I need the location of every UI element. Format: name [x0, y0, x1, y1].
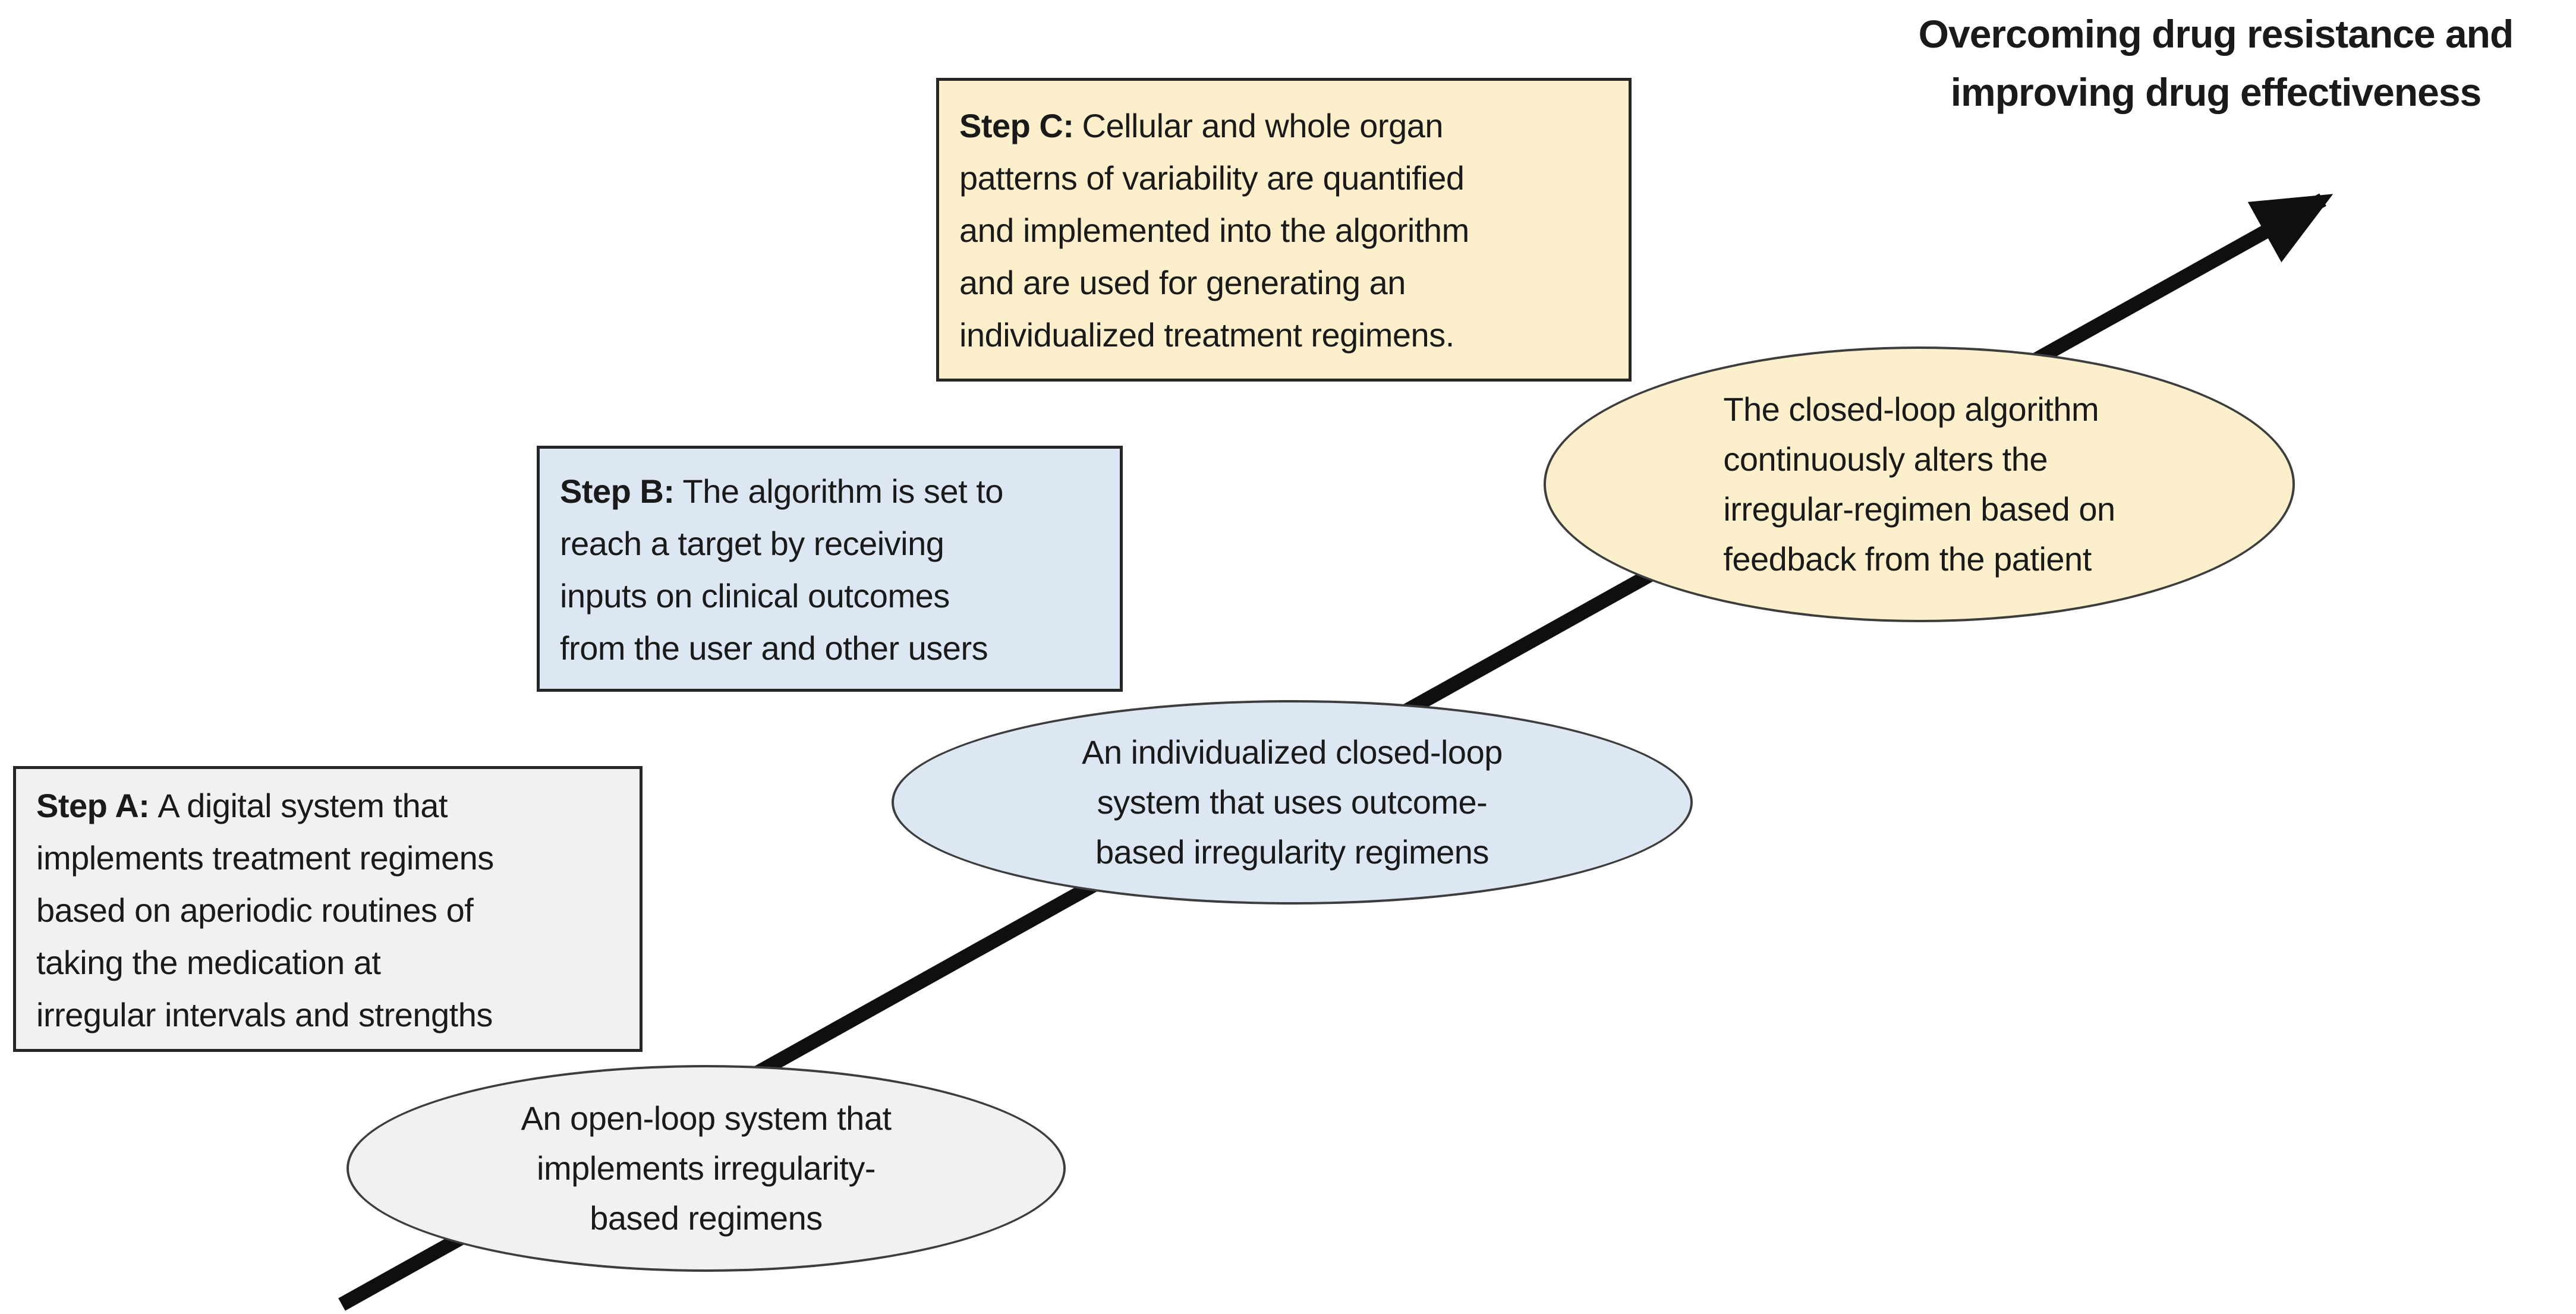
step-a-text: A digital system that: [158, 787, 448, 824]
ellipse-line: An open-loop system that: [521, 1099, 892, 1137]
ellipse-line: continuously alters the: [1723, 440, 2048, 478]
step-a-line: Step A:A digital system that: [36, 780, 640, 832]
ellipse-line: implements irregularity-: [537, 1149, 876, 1187]
step-b-line: reach a target by receiving: [560, 525, 944, 562]
step-c-text: Cellular and whole organ: [1082, 107, 1444, 144]
title-line-2: improving drug effectiveness: [1950, 70, 2482, 114]
step-b-box: Step B:The algorithm is set to reach a t…: [537, 446, 1123, 692]
step-b-label: Step B:: [560, 472, 675, 510]
step-b-text: The algorithm is set to: [682, 472, 1004, 510]
ellipse-line: based regimens: [590, 1199, 823, 1237]
step-a-box: Step A:A digital system that implements …: [13, 766, 643, 1052]
ellipse-line: An individualized closed-loop: [1082, 733, 1503, 771]
step-c-line: individualized treatment regimens.: [959, 316, 1454, 354]
step-a-line: implements treatment regimens: [36, 839, 494, 877]
step-c-box: Step C:Cellular and whole organ patterns…: [936, 78, 1632, 382]
step-b-line: inputs on clinical outcomes: [560, 577, 950, 615]
open-loop-system-text: An open-loop system that implements irre…: [521, 1094, 892, 1243]
closed-loop-algorithm-text: The closed-loop algorithm continuously a…: [1723, 385, 2115, 584]
ellipse-line: irregular-regimen based on: [1723, 490, 2115, 528]
step-a-line: taking the medication at: [36, 944, 381, 981]
open-loop-system-ellipse: An open-loop system that implements irre…: [347, 1065, 1066, 1272]
step-c-line: patterns of variability are quantified: [959, 159, 1465, 197]
diagram-title: Overcoming drug resistance and improving…: [1843, 5, 2576, 121]
individualized-closed-loop-ellipse: An individualized closed-loop system tha…: [892, 700, 1693, 905]
step-a-label: Step A:: [36, 787, 150, 824]
step-b-line: Step B:The algorithm is set to: [560, 465, 1120, 518]
ellipse-line: based irregularity regimens: [1095, 833, 1489, 871]
step-c-line: Step C:Cellular and whole organ: [959, 100, 1629, 152]
individualized-closed-loop-text: An individualized closed-loop system tha…: [1082, 727, 1503, 877]
step-a-line: based on aperiodic routines of: [36, 891, 474, 929]
ellipse-line: The closed-loop algorithm: [1723, 390, 2099, 428]
ellipse-line: system that uses outcome-: [1097, 783, 1488, 821]
closed-loop-algorithm-ellipse: The closed-loop algorithm continuously a…: [1544, 346, 2295, 622]
ellipse-line: feedback from the patient: [1723, 540, 2092, 578]
step-c-line: and implemented into the algorithm: [959, 212, 1469, 249]
title-line-1: Overcoming drug resistance and: [1918, 12, 2514, 56]
step-c-label: Step C:: [959, 107, 1074, 144]
step-a-line: irregular intervals and strengths: [36, 996, 493, 1033]
step-b-line: from the user and other users: [560, 629, 988, 667]
step-c-line: and are used for generating an: [959, 264, 1406, 301]
